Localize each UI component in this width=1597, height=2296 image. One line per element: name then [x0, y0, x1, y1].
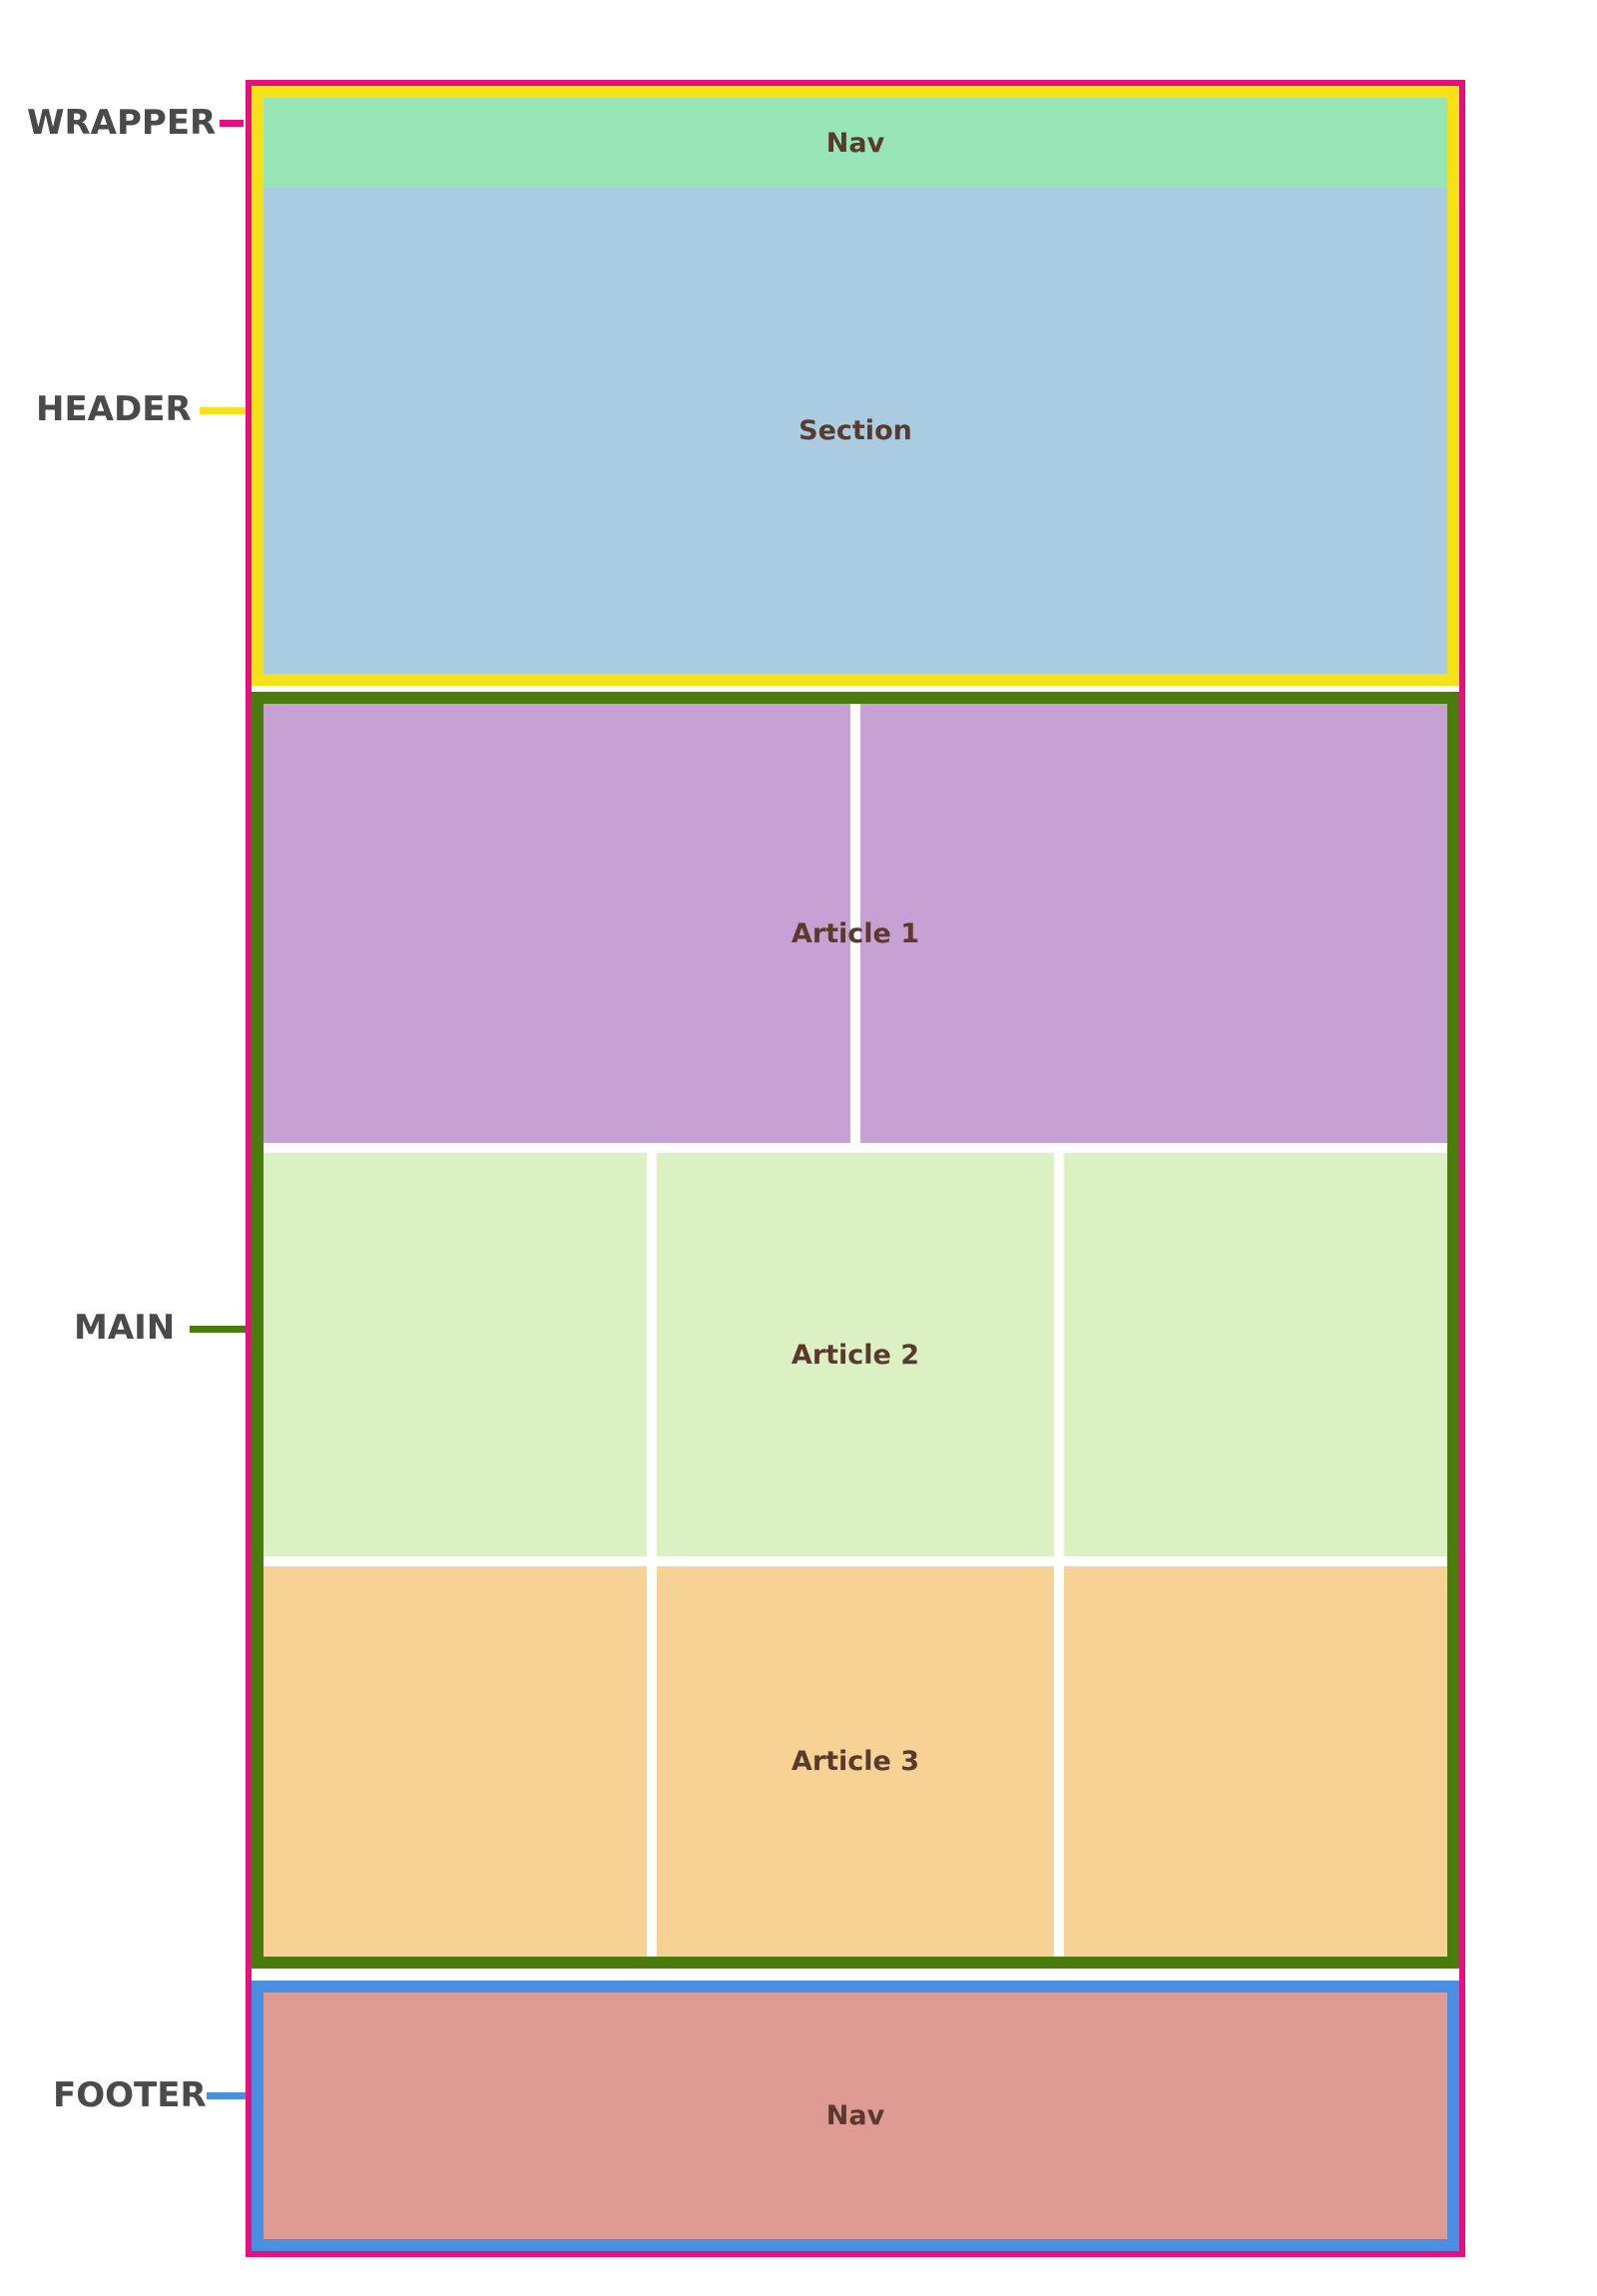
article1-label-wrap: Article 1: [264, 903, 1447, 963]
main-tick: [190, 1326, 250, 1333]
article1-cell-right: [860, 704, 1447, 1143]
article2-label: Article 2: [791, 1339, 920, 1371]
header-nav-label: Nav: [825, 127, 885, 159]
article2-cell-left: [264, 1153, 647, 1556]
article1-label: Article 1: [791, 917, 920, 949]
header-nav: Nav: [264, 98, 1447, 188]
footer-frame: [252, 1981, 1459, 2251]
footer-tick: [207, 2092, 250, 2099]
main-frame: [252, 692, 1459, 1969]
footer-nav: Nav: [264, 1993, 1447, 2239]
article2-cell-middle: Article 2: [657, 1153, 1054, 1556]
wrapper-frame: [246, 80, 1465, 2257]
wrapper-tick: [220, 120, 244, 127]
article1-cell-left: [264, 704, 850, 1143]
section-label: Section: [798, 415, 912, 446]
footer-nav-label: Nav: [825, 2100, 885, 2131]
footer-label: FOOTER: [53, 2075, 207, 2115]
wrapper-label: WRAPPER: [27, 103, 217, 143]
article3-label: Article 3: [791, 1746, 920, 1777]
main-label: MAIN: [74, 1308, 176, 1348]
article3-cell-right: [1064, 1566, 1447, 1957]
article3-cell-left: [264, 1566, 647, 1957]
article2-cell-right: [1064, 1153, 1447, 1556]
article3-cell-middle: Article 3: [657, 1566, 1054, 1957]
header-tick: [200, 407, 250, 414]
header-label: HEADER: [36, 389, 192, 429]
header-frame: [252, 86, 1459, 686]
section-block: Section: [264, 188, 1447, 674]
